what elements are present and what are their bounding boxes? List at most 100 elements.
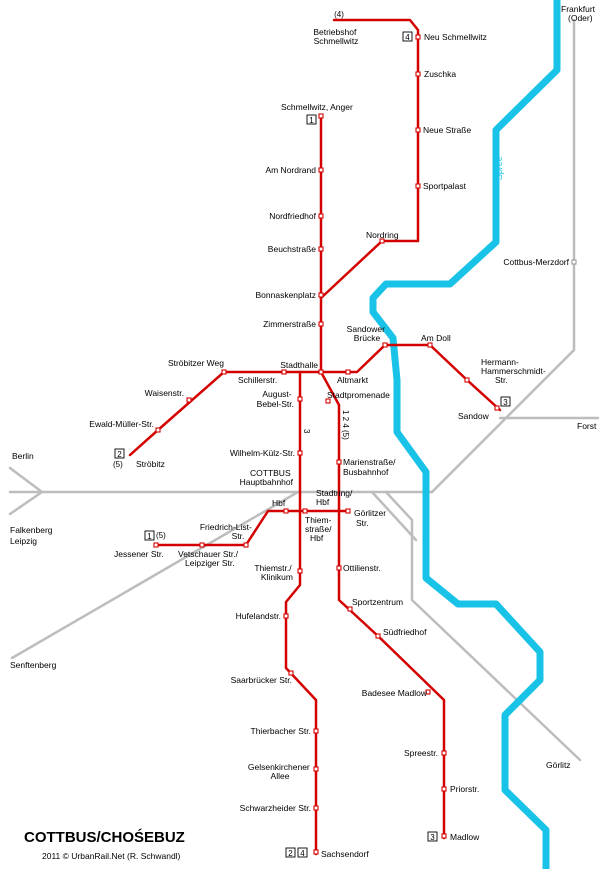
label-sportpalast: Sportpalast	[423, 181, 467, 191]
stop-am-doll	[427, 342, 433, 348]
label-schmellwitz-anger: Schmellwitz, Anger	[281, 102, 353, 112]
label-waisenstr: Waisenstr.	[145, 388, 184, 398]
svg-text:1: 1	[147, 532, 152, 541]
label-am-doll: Am Doll	[421, 333, 451, 343]
svg-text:4: 4	[300, 849, 305, 858]
stop-vetschauer	[199, 542, 205, 548]
map-credit: 2011 © UrbanRail.Net (R. Schwandl)	[42, 851, 181, 861]
stop-bonnaskenplatz	[318, 292, 324, 298]
badge-stroebitz: 2	[114, 448, 125, 459]
stop-sportzentrum	[347, 606, 353, 612]
stop-hermann-hammerschmidt	[464, 377, 470, 383]
badge-betriebshof-note: (4)	[334, 10, 344, 19]
label-wilhelm-kuelz: Wilhelm-Külz-Str.	[230, 448, 295, 458]
river-label: Spree	[494, 156, 504, 180]
stop-thiemstr-klinikum	[297, 568, 303, 574]
stop-am-nordrand	[318, 167, 324, 173]
stop-friedrich-list	[243, 542, 249, 548]
rail-senftenberg	[10, 490, 300, 660]
stop-nordfriedhof	[318, 213, 324, 219]
label-madlow: Madlow	[450, 832, 480, 842]
tram-line-3-east	[319, 343, 502, 412]
svg-text:2: 2	[117, 450, 122, 459]
railway-lines	[8, 18, 600, 762]
label-thierbacher: Thierbacher Str.	[251, 726, 311, 736]
label-gelsenkirchener: Gelsenkirchener Allee	[248, 762, 312, 781]
stop-nordring	[379, 238, 385, 244]
label-betriebshof: Betriebshof Schmellwitz	[313, 27, 358, 46]
stop-priorstr	[441, 786, 447, 792]
stop-ewald-mueller	[155, 427, 161, 433]
line-badges: (4) 4 1 2 (5) 1 (5) 3 3 2	[113, 10, 511, 858]
label-vetschauer: Vetschauer Str./ Leipziger Str.	[178, 549, 240, 568]
badge-neu-schmellwitz: 4	[402, 31, 413, 42]
svg-text:3: 3	[503, 398, 508, 407]
stop-badesee	[425, 689, 431, 695]
label-zimmerstrasse: Zimmerstraße	[263, 319, 316, 329]
rail-destination-labels: Frankfurt (Oder) Forst Berlin Falkenberg…	[10, 4, 597, 770]
stop-goerlitzer	[345, 508, 351, 514]
stop-altmarkt	[345, 369, 351, 375]
label-sandow: Sandow	[458, 411, 490, 421]
stop-ottilienstr	[336, 565, 342, 571]
label-neue-strasse: Neue Straße	[423, 125, 471, 135]
label-suedfriedhof: Südfriedhof	[383, 627, 427, 637]
stop-hufelandstr	[283, 613, 289, 619]
label-hermann-hammerschmidt: Hermann- Hammerschmidt- Str.	[481, 357, 548, 385]
label-merzdorf: Cottbus-Merzdorf	[503, 257, 569, 267]
stop-gelsenkirchener	[313, 766, 319, 772]
stop-sandower-bruecke	[382, 342, 388, 348]
label-senftenberg: Senftenberg	[10, 660, 57, 670]
stop-merzdorf	[571, 259, 577, 265]
svg-text:4: 4	[405, 33, 410, 42]
label-saarbruecker: Saarbrücker Str.	[231, 675, 292, 685]
label-cottbus-hbf: COTTBUS Hauptbahnhof	[240, 468, 294, 487]
stop-sachsendorf	[313, 849, 319, 855]
tram-line-3-south	[284, 370, 318, 856]
tram-line-4-north	[319, 18, 420, 374]
stop-thierbacher	[313, 728, 319, 734]
badge-sachsendorf-4: 4	[297, 847, 308, 858]
label-thiemstrasse-hbf: Thiem- straße/ Hbf	[305, 515, 334, 543]
label-spreestr: Spreestr.	[404, 748, 438, 758]
label-hbf: Hbf	[272, 498, 286, 508]
label-forst: Forst	[577, 421, 597, 431]
badge-sandow: 3	[500, 396, 511, 407]
stop-schillerstr	[281, 369, 287, 375]
stop-neu-schmellwitz	[415, 34, 421, 40]
stop-schwarzheider	[313, 805, 319, 811]
label-bonnaskenplatz: Bonnaskenplatz	[256, 290, 317, 300]
label-ottilienstr: Ottilienstr.	[343, 563, 381, 573]
stop-spreestr	[441, 750, 447, 756]
spree-river	[369, 0, 561, 869]
stop-sportpalast	[415, 183, 421, 189]
badge-madlow: 3	[427, 831, 438, 842]
badge-jessener-note: (5)	[156, 531, 166, 540]
label-august-bebel: August- Bebel-Str.	[257, 389, 294, 409]
stop-zimmerstrasse	[318, 321, 324, 327]
label-badesee: Badesee Madlow	[362, 688, 428, 698]
rail-berlin	[8, 466, 45, 516]
route-label-124: 1 2 4 (5)	[341, 410, 350, 440]
label-falkenberg: Falkenberg Leipzig	[10, 525, 55, 546]
stop-stadtpromenade	[325, 398, 331, 404]
label-schwarzheider: Schwarzheider Str.	[240, 803, 311, 813]
stop-schmellwitz-anger	[318, 113, 324, 119]
label-jessener: Jessener Str.	[114, 549, 164, 559]
tram-line-stadtpromenade	[319, 370, 341, 513]
svg-text:2: 2	[288, 849, 293, 858]
label-ewald-mueller: Ewald-Müller-Str.	[89, 419, 154, 429]
label-neu-schmellwitz: Neu Schmellwitz	[424, 32, 487, 42]
label-am-nordrand: Am Nordrand	[265, 165, 316, 175]
stop-neue-strasse	[415, 127, 421, 133]
stop-marienstrasse	[336, 459, 342, 465]
stop-jessener	[153, 542, 159, 548]
label-stroebitzer-weg: Ströbitzer Weg	[168, 358, 224, 368]
stop-stroebitzer-weg	[221, 369, 227, 375]
badge-jessener: 1	[144, 530, 155, 541]
stop-beuchstrasse	[318, 246, 324, 252]
svg-text:1: 1	[309, 116, 314, 125]
station-labels: Betriebshof Schmellwitz Neu Schmellwitz …	[89, 27, 569, 859]
stop-stadtring-hbf	[302, 508, 308, 514]
stop-stadthalle	[318, 369, 324, 375]
